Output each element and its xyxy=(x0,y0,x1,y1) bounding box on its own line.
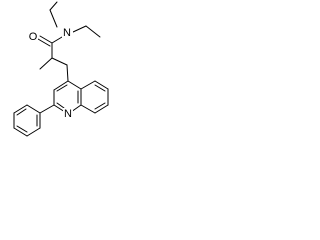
bond-meta2-ortho2 xyxy=(26,127,41,137)
bond-c4a-c5 xyxy=(80,80,96,90)
bond-ch2-quinoline-c4 xyxy=(66,64,69,82)
bond-c5-c6-inner xyxy=(94,84,106,92)
bond-c5-c6 xyxy=(94,80,109,90)
bond-nch2-ch3-right xyxy=(85,25,101,38)
propanamide-chain xyxy=(39,42,69,82)
bond-para-meta2 xyxy=(13,127,28,137)
bond-c7-c8-inner xyxy=(94,102,106,110)
bond-n-ch2-left xyxy=(49,9,58,28)
ring-nitrogen-label: N xyxy=(64,108,72,120)
bond-c-o-double-1 xyxy=(39,35,53,44)
quinoline-benzo-ring xyxy=(80,80,109,114)
amide-nitrogen-label: N xyxy=(63,27,71,39)
bond-c8-c8a xyxy=(80,104,96,114)
bond-ipso-ortho1 xyxy=(26,104,41,114)
bond-c4-c3 xyxy=(53,80,69,91)
carbonyl-oxygen-label: O xyxy=(29,31,38,43)
atom-labels: O N N xyxy=(28,27,73,120)
bond-c4a-c4 xyxy=(67,80,82,90)
bond-c2-n1-inner xyxy=(56,102,65,109)
bond-ortho1-meta1 xyxy=(13,104,28,114)
bond-carbonyl-n xyxy=(51,36,63,44)
chemical-structure-diagram: O N N xyxy=(13,1,109,137)
bond-c4-c3-inner xyxy=(56,84,68,92)
oxygen-label-bg xyxy=(28,31,38,43)
bond-alpha-ch2 xyxy=(51,57,68,66)
phenyl-ring xyxy=(13,104,55,137)
bond-ortho1-meta1-inner xyxy=(16,108,27,116)
quinoline-pyridine-ring xyxy=(53,80,82,113)
bond-alpha-methyl xyxy=(39,57,53,70)
amide-nitrogen-label-bg xyxy=(62,27,73,39)
bond-n-ch2-right xyxy=(72,25,87,33)
carbonyl-group xyxy=(37,35,53,47)
ring-nitrogen-label-bg xyxy=(63,108,73,120)
bond-para-meta2-inner xyxy=(16,125,28,133)
bond-nch2-ch3-left xyxy=(49,1,58,11)
bond-c-o-double-2 xyxy=(37,38,51,47)
bond-c2-phenyl-ipso xyxy=(39,104,55,114)
bond-c7-c8 xyxy=(94,104,109,114)
diethylamide-group xyxy=(49,1,101,44)
